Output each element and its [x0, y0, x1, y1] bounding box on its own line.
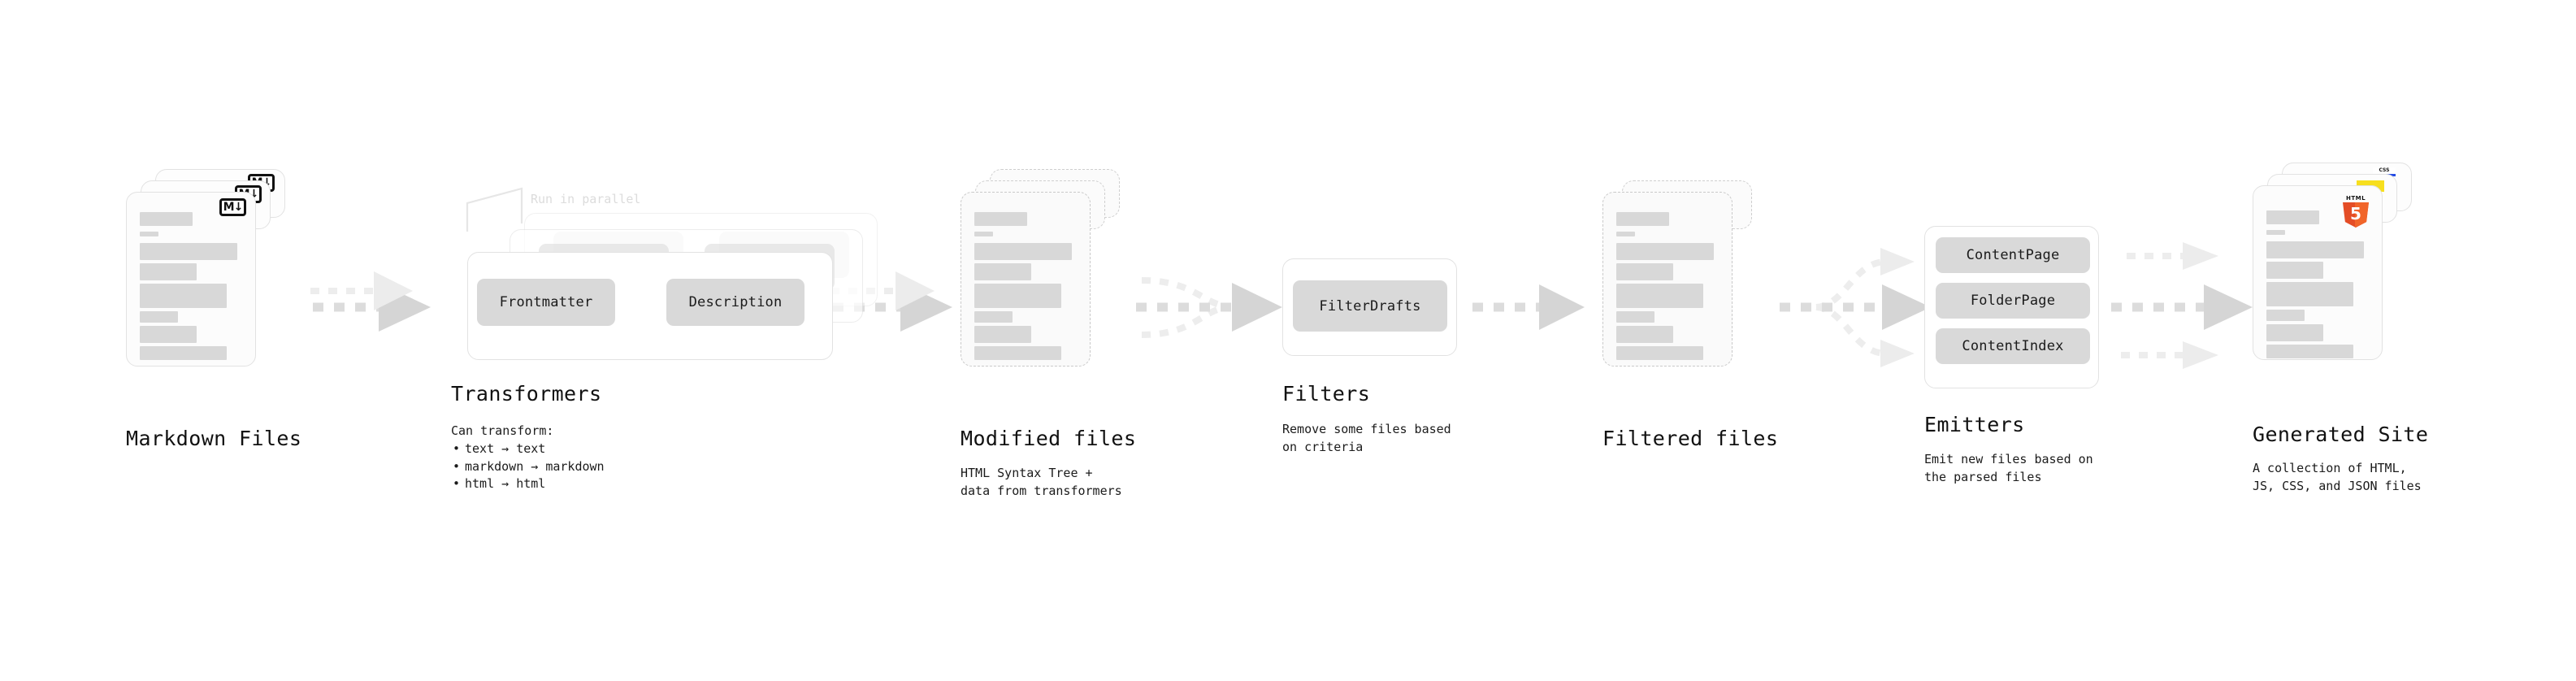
emitters-description-line-1: the parsed files — [1924, 469, 2042, 484]
skeleton-block-5 — [974, 326, 1031, 343]
skeleton-block-2 — [1616, 263, 1673, 280]
stage-title-emitters: Emitters — [1924, 413, 2025, 436]
skeleton-title — [2266, 210, 2319, 224]
skeleton-block-4 — [2266, 310, 2305, 321]
skeleton-block-1 — [1616, 243, 1714, 260]
transformer-pill-frontmatter[interactable]: Frontmatter — [477, 279, 615, 326]
modified-file-stack — [961, 169, 1120, 367]
generated-site-stack: CSS HTML 5 — [2253, 163, 2412, 360]
skeleton-block-4 — [974, 311, 1013, 323]
arrow-filters-to-filtered — [1472, 284, 1585, 330]
transformers-description: Can transform: text → text markdown → ma… — [451, 423, 605, 493]
skeleton-subtitle — [1616, 232, 1635, 236]
transformers-bullet-list: text → text markdown → markdown html → h… — [451, 440, 605, 493]
filters-description-line-1: on criteria — [1282, 439, 1364, 454]
skeleton-block-5 — [140, 326, 197, 343]
skeleton-block-3 — [140, 284, 227, 308]
markdown-file-stack: M↓ M↓ M↓ — [126, 169, 285, 367]
skeleton-title — [1616, 212, 1669, 226]
skeleton-block-4 — [1616, 311, 1654, 323]
skeleton-block-2 — [140, 263, 197, 280]
transformers-bullet-1: markdown → markdown — [453, 458, 605, 476]
html5-badge: HTML 5 — [2342, 195, 2370, 228]
generated-site-description-line-1: JS, CSS, and JSON files — [2253, 478, 2422, 493]
skeleton-title — [974, 212, 1027, 226]
emitter-pill-contentpage[interactable]: ContentPage — [1936, 237, 2090, 273]
skeleton-subtitle — [974, 232, 993, 236]
skeleton-block-5 — [1616, 326, 1673, 343]
skeleton-subtitle — [2266, 230, 2285, 235]
filters-description-line-0: Remove some files based — [1282, 422, 1451, 436]
stage-title-modified-files: Modified files — [961, 427, 1137, 450]
skeleton-block-5 — [2266, 324, 2323, 341]
skeleton-subtitle — [140, 232, 158, 236]
markdown-badge: M↓ — [219, 198, 246, 216]
arrow-emitters-to-site — [2111, 242, 2253, 369]
stage-title-transformers: Transformers — [451, 382, 602, 406]
skeleton-block-6 — [974, 346, 1061, 360]
filtered-file-card — [1602, 192, 1733, 367]
filter-pill-filterdrafts[interactable]: FilterDrafts — [1293, 280, 1447, 332]
skeleton-block-6 — [140, 346, 227, 360]
run-in-parallel-note: Run in parallel — [531, 192, 641, 206]
arrow-markdown-to-transformers — [310, 271, 431, 332]
emitter-pill-folderpage[interactable]: FolderPage — [1936, 283, 2090, 319]
emitters-description-line-0: Emit new files based on — [1924, 452, 2093, 466]
filtered-file-stack — [1602, 180, 1752, 367]
transformers-bullet-2: html → html — [453, 475, 605, 493]
filters-description: Remove some files based on criteria — [1282, 421, 1451, 457]
transformers-bullet-0: text → text — [453, 440, 605, 458]
generated-site-description-line-0: A collection of HTML, — [2253, 461, 2407, 475]
skeleton-block-1 — [2266, 241, 2364, 258]
generated-site-description: A collection of HTML, JS, CSS, and JSON … — [2253, 460, 2422, 496]
html5-shield-number: 5 — [2350, 204, 2361, 223]
skeleton-block-3 — [2266, 282, 2353, 306]
skeleton-block-2 — [974, 263, 1031, 280]
stage-title-generated-site: Generated Site — [2253, 423, 2429, 446]
skeleton-block-3 — [974, 284, 1061, 308]
markdown-file-card — [126, 192, 256, 367]
transformer-pill-description[interactable]: Description — [666, 279, 804, 326]
skeleton-block-6 — [1616, 346, 1703, 360]
transformers-description-heading: Can transform: — [451, 423, 554, 438]
stage-title-filtered-files: Filtered files — [1602, 427, 1779, 450]
stage-title-markdown-files: Markdown Files — [126, 427, 302, 450]
skeleton-block-6 — [2266, 345, 2353, 358]
modified-file-card — [961, 192, 1091, 367]
run-in-parallel-bracket — [466, 187, 523, 232]
emitter-pill-contentindex[interactable]: ContentIndex — [1936, 328, 2090, 364]
modified-files-description-line-0: HTML Syntax Tree + — [961, 466, 1093, 480]
stage-title-filters: Filters — [1282, 382, 1371, 406]
skeleton-block-1 — [140, 243, 237, 260]
arrow-filtered-to-emitters — [1780, 248, 1931, 367]
skeleton-block-2 — [2266, 262, 2323, 279]
modified-files-description-line-1: data from transformers — [961, 483, 1122, 498]
skeleton-block-3 — [1616, 284, 1703, 308]
skeleton-block-4 — [140, 311, 178, 323]
modified-files-description: HTML Syntax Tree + data from transformer… — [961, 465, 1122, 501]
html5-shield-inner — [2355, 202, 2369, 228]
skeleton-title — [140, 212, 193, 226]
skeleton-block-1 — [974, 243, 1072, 260]
emitters-description: Emit new files based on the parsed files — [1924, 451, 2093, 487]
arrow-modified-to-filters — [1136, 277, 1282, 338]
html5-badge-label: HTML — [2345, 195, 2366, 202]
